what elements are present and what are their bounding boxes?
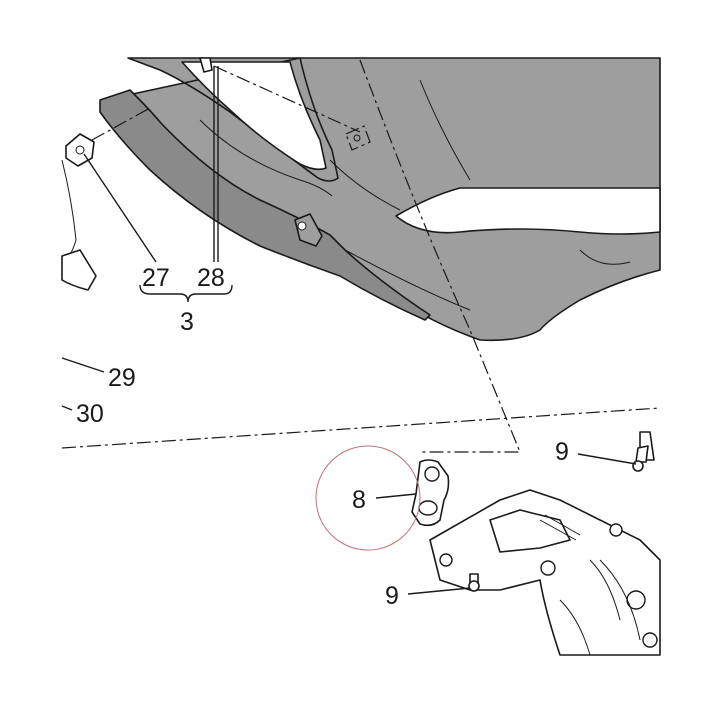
rear-frame-boss-5 [642, 632, 658, 648]
bolt-top [632, 445, 649, 472]
assembly-line-horizontal [61, 407, 661, 449]
rear-frame-detail-1 [539, 514, 581, 541]
assembly-line-clip [213, 65, 361, 133]
left-bracket [61, 159, 97, 291]
fairing-contour-5 [579, 249, 631, 265]
callout-9-top: 9 [555, 438, 569, 466]
callout-9-bottom: 9 [385, 582, 399, 610]
fairing-contour-4 [199, 119, 333, 197]
fairing-contour-1 [419, 79, 471, 181]
fairing-mount-hole [353, 134, 361, 142]
fairing-lower-flange [99, 89, 431, 321]
assembly-lines [61, 59, 661, 453]
rear-frame-arm [489, 509, 571, 553]
mounting-plate-hole-bottom [418, 500, 438, 516]
highlight-circle [315, 445, 421, 551]
leader-29 [61, 357, 105, 373]
fairing-contour-2 [329, 159, 401, 211]
leader-27 [83, 153, 157, 263]
rear-frame-boss-3 [609, 523, 623, 537]
leader-lines [61, 66, 637, 595]
leader-8 [375, 493, 417, 499]
callout-28: 28 [197, 264, 225, 292]
rear-frame-detail-2 [589, 559, 641, 641]
callout-27: 27 [142, 264, 170, 292]
callout-30: 30 [76, 400, 104, 428]
group-brace [139, 284, 233, 303]
rear-frame-boss-2 [540, 560, 556, 576]
callouts: 27 28 3 29 30 9 8 9 [76, 264, 569, 610]
left-bracket-outline [61, 159, 77, 263]
fairing-mount-square [345, 125, 371, 151]
bolt-bottom [468, 573, 480, 592]
bolt-top-shank [635, 445, 649, 463]
mounting-plate-hole-top [424, 466, 440, 482]
assembly-line-nut [91, 107, 151, 141]
leader-30 [61, 405, 73, 411]
left-bracket-foot [61, 249, 97, 291]
fairing-panel [99, 57, 661, 342]
leader-9-bottom [407, 587, 471, 595]
rear-frame [429, 431, 661, 656]
rear-frame-detail-3 [559, 599, 591, 656]
callout-8: 8 [352, 486, 366, 514]
callout-29: 29 [108, 364, 136, 392]
assembly-line-vertical [359, 59, 521, 453]
fairing-tab-hole [297, 221, 307, 231]
bolt-top-head [632, 460, 644, 472]
leader-9-top [577, 453, 637, 465]
mounting-plate [411, 459, 450, 527]
fairing-contour-3 [344, 249, 471, 311]
clip-nut-hole [75, 145, 85, 155]
fairing-clip [199, 57, 213, 73]
fairing-cutout [395, 187, 661, 235]
clip-nut [65, 133, 95, 167]
rear-frame-boss-1 [439, 553, 453, 567]
callout-3: 3 [180, 308, 194, 336]
bolt-bottom-head [468, 580, 480, 592]
